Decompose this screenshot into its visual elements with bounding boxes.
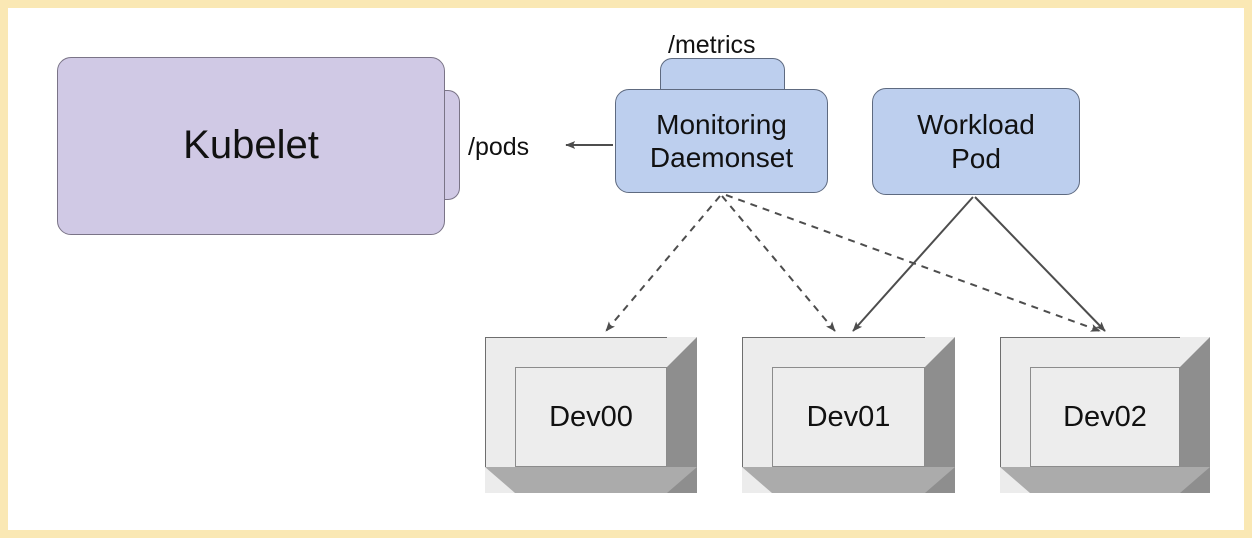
kubelet-pods-port-label: /pods [468, 133, 530, 161]
device-dev02-label: Dev02 [1063, 400, 1147, 433]
node-kubelet[interactable]: Kubelet [57, 57, 445, 235]
device-dev00[interactable]: Dev00 [485, 337, 697, 493]
node-monitoring-daemonset-label: Monitoring Daemonset [649, 108, 794, 173]
dev01-bevel-bottom [742, 467, 955, 493]
dev02-panel: Dev02 [1030, 367, 1180, 467]
node-workload-pod-label: Workload Pod [917, 109, 1035, 174]
device-dev01[interactable]: Dev01 [742, 337, 955, 493]
node-layer: Kubelet /pods /metrics Monitoring Daemon… [8, 8, 1244, 530]
node-kubelet-label: Kubelet [183, 123, 319, 168]
node-monitoring-daemonset[interactable]: Monitoring Daemonset [615, 89, 828, 193]
dev00-panel: Dev00 [515, 367, 667, 467]
dev00-bevel-bottom [485, 467, 697, 493]
device-dev00-label: Dev00 [549, 400, 633, 433]
device-dev01-label: Dev01 [806, 400, 891, 433]
dev01-panel: Dev01 [772, 367, 925, 467]
node-workload-pod[interactable]: Workload Pod [872, 88, 1080, 195]
monitoring-metrics-port-label: /metrics [668, 31, 756, 59]
device-dev02[interactable]: Dev02 [1000, 337, 1210, 493]
dev02-bevel-bottom [1000, 467, 1210, 493]
